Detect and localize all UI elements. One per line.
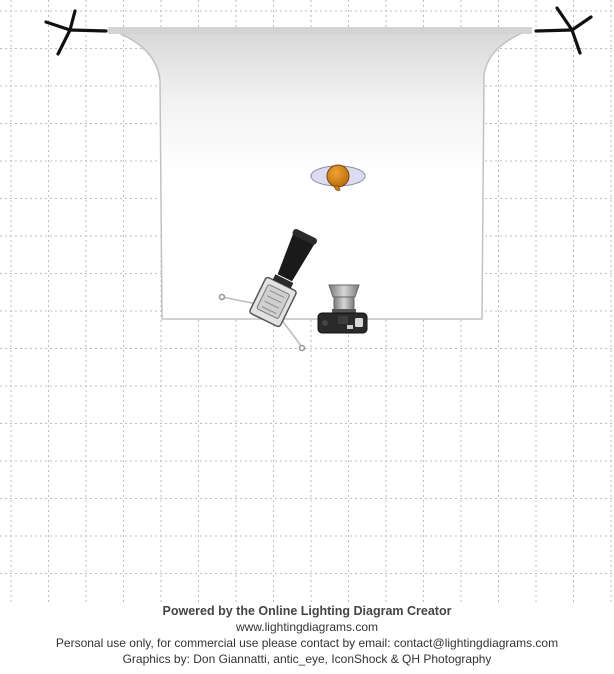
subject[interactable] (310, 164, 366, 191)
camera[interactable] (317, 284, 368, 334)
graphics-credits: Graphics by: Don Giannatti, antic_eye, I… (122, 652, 492, 666)
powered-by-headline: Powered by the Online Lighting Diagram C… (162, 604, 452, 618)
website-url[interactable]: www.lightingdiagrams.com (235, 620, 379, 634)
lighting-diagram (0, 0, 614, 605)
light-stand-left[interactable] (44, 9, 108, 56)
footer: Powered by the Online Lighting Diagram C… (0, 603, 614, 667)
license-notice: Personal use only, for commercial use pl… (55, 636, 559, 650)
light-stand-right[interactable] (534, 6, 593, 55)
strobe-with-snoot[interactable] (249, 226, 322, 328)
